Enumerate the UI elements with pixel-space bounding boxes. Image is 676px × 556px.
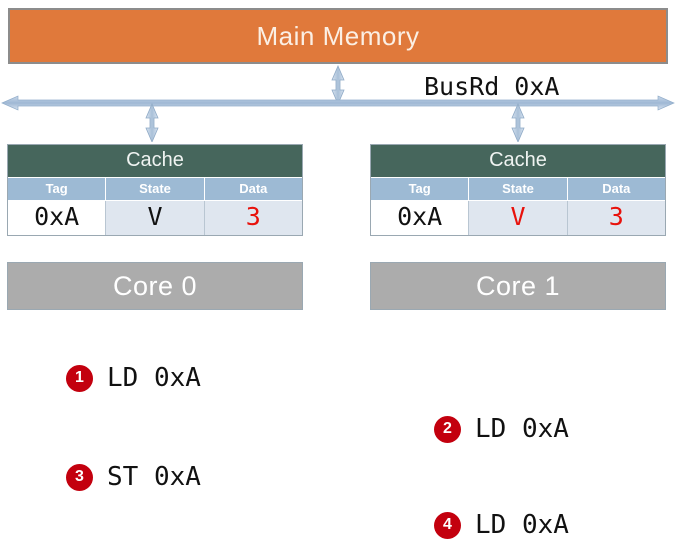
instruction-number-badge: 1 — [66, 364, 93, 392]
cache-cell-state: V — [469, 201, 568, 235]
instruction-number-badge: 3 — [66, 463, 93, 491]
core-label: Core 0 — [112, 270, 198, 301]
column-header-data: Data — [602, 181, 631, 196]
cache-title: Cache — [371, 145, 665, 177]
bus-area: BusRd 0xA — [0, 64, 676, 142]
memory-bus-connector-arrow — [331, 64, 345, 106]
instruction-text: LD 0xA — [475, 414, 569, 444]
cache-cell-tag: 0xA — [371, 201, 470, 235]
cache-column-headers: Tag State Data — [371, 177, 665, 200]
system-bus-line — [1, 95, 675, 111]
cache-cell-data: 3 — [567, 201, 665, 235]
core-box-1: Core 1 — [370, 262, 666, 310]
column-header-tag: Tag — [371, 178, 470, 200]
cache-row: 0xA V 3 — [8, 200, 302, 235]
instruction-item-3: 3 ST 0xA — [66, 462, 201, 492]
cache-table-core0: Cache Tag State Data 0xA V 3 — [7, 144, 303, 236]
cache-cell-data: 3 — [204, 201, 302, 235]
cache-row: 0xA V 3 — [371, 200, 665, 235]
main-memory-box: Main Memory — [8, 8, 668, 64]
instruction-item-2: 2 LD 0xA — [434, 414, 569, 444]
instruction-number-badge: 4 — [434, 511, 461, 539]
column-header-state: State — [469, 178, 568, 200]
core-box-0: Core 0 — [7, 262, 303, 310]
instruction-item-4: 4 LD 0xA — [434, 510, 569, 540]
cache1-bus-connector-arrow — [511, 102, 525, 142]
cache-table-core1: Cache Tag State Data 0xA V 3 — [370, 144, 666, 236]
bus-transaction-label: BusRd 0xA — [424, 72, 560, 101]
cache-cell-state: V — [106, 201, 205, 235]
core-label: Core 1 — [475, 270, 561, 301]
instruction-text: LD 0xA — [107, 363, 201, 393]
cache0-bus-connector-arrow — [145, 102, 159, 142]
bus-arrows-svg — [1, 64, 675, 142]
instruction-text: ST 0xA — [107, 462, 201, 492]
cache-block-core0: Cache Tag State Data 0xA V 3 — [7, 144, 303, 236]
instruction-text: LD 0xA — [475, 510, 569, 540]
instruction-item-1: 1 LD 0xA — [66, 363, 201, 393]
column-header-data: Data — [239, 181, 268, 196]
cache-cell-tag: 0xA — [8, 201, 107, 235]
cache-column-headers: Tag State Data — [8, 177, 302, 200]
column-header-tag: Tag — [8, 178, 107, 200]
main-memory-label: Main Memory — [256, 20, 420, 51]
instruction-number-badge: 2 — [434, 415, 461, 443]
cache-block-core1: Cache Tag State Data 0xA V 3 — [370, 144, 666, 236]
column-header-state: State — [106, 178, 205, 200]
cache-title: Cache — [8, 145, 302, 177]
